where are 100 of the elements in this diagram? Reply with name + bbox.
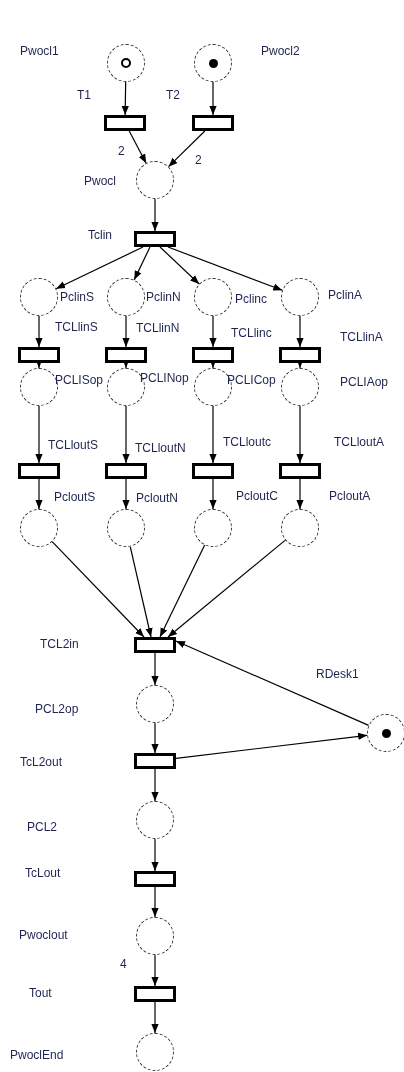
transition-bar: [18, 347, 60, 363]
transition-bar: [105, 347, 147, 363]
node-name: TCLlinS: [55, 320, 98, 334]
arc-arrow: [159, 246, 200, 285]
arc-arrow: [167, 130, 206, 168]
node-name: Tout: [29, 986, 52, 1000]
arc-arrow: [209, 315, 217, 348]
arc-arrow: [35, 405, 43, 464]
node-name: RDesk1: [316, 667, 359, 681]
place-circle: [367, 714, 404, 752]
node-name: PCLIAop: [340, 375, 389, 389]
place-circle: [194, 278, 232, 316]
arc-arrow: [129, 545, 153, 638]
node-name: Pclinc: [235, 292, 267, 306]
node-name: PclinS: [60, 290, 94, 304]
arc-arrow: [35, 315, 43, 348]
place-circle: [20, 509, 58, 547]
place-circle: [107, 509, 145, 547]
node-name: Pwocl: [84, 174, 116, 188]
node-name: PclinA: [328, 288, 362, 302]
node-name: PcloutS: [54, 490, 96, 504]
transition-bar: [192, 463, 234, 479]
transition-bar: [105, 463, 147, 479]
arc-arrow: [151, 198, 159, 232]
node-name: PcloutN: [136, 491, 179, 505]
arc-arrow: [121, 81, 129, 116]
arc-arrow: [128, 130, 147, 164]
node-name: TcLout: [25, 866, 61, 880]
transition-bar: [279, 463, 321, 479]
place-circle: [136, 161, 174, 199]
node-name: TCLloutN: [135, 441, 186, 455]
arc-weight: 4: [119, 957, 128, 971]
transition-bar: [18, 463, 60, 479]
node-name: TCL2in: [40, 637, 79, 651]
transition-bar: [134, 986, 176, 1002]
transition-bar: [134, 637, 176, 653]
node-name: TcL2out: [20, 755, 63, 769]
arc-arrow: [151, 838, 159, 872]
node-name: T2: [166, 88, 180, 102]
transition-bar: [104, 115, 146, 131]
node-name: TCLloutA: [334, 435, 385, 449]
place-circle: [136, 1033, 174, 1071]
arc-weight: 2: [194, 153, 203, 167]
arc-arrow: [209, 405, 217, 464]
node-name: PcloutC: [236, 489, 279, 503]
transition-bar: [192, 115, 234, 131]
arc-arrow: [122, 478, 130, 510]
arc-arrow: [151, 886, 159, 918]
arc-arrow: [122, 405, 130, 464]
arc-arrow: [159, 544, 206, 638]
arc-arrow: [122, 315, 130, 348]
arc-arrow: [296, 405, 304, 464]
arc-arrow: [151, 954, 159, 987]
node-name: PCLINop: [140, 371, 189, 385]
arc-arrow: [167, 539, 286, 638]
node-name: T1: [77, 88, 91, 102]
place-circle: [281, 278, 319, 316]
node-name: Pwoclout: [19, 928, 68, 942]
arc-weight: 2: [117, 144, 126, 158]
place-circle: [136, 917, 174, 955]
node-name: Pwocl2: [261, 44, 300, 58]
node-name: PclinN: [146, 290, 181, 304]
place-circle: [281, 368, 319, 406]
arc-arrow: [296, 315, 304, 348]
node-name: TCLlinc: [231, 326, 272, 340]
place-circle: [20, 368, 58, 406]
node-name: PCL2: [27, 820, 58, 834]
node-name: PCL2op: [35, 702, 79, 716]
arc-arrow: [167, 246, 283, 291]
place-circle: [136, 801, 174, 839]
arc-arrow: [133, 246, 151, 281]
arc-arrow: [55, 246, 144, 290]
arc-arrow: [151, 652, 159, 686]
node-name: TCLloutS: [48, 438, 99, 452]
place-circle: [136, 685, 174, 723]
node-name: PCLICop: [227, 373, 276, 387]
place-circle: [107, 278, 145, 316]
arc-arrow: [151, 1001, 159, 1034]
transition-bar: [192, 347, 234, 363]
arc-arrow: [209, 81, 217, 116]
arc-arrow: [175, 732, 368, 760]
node-name: Pwocl1: [20, 44, 59, 58]
arc-arrow: [151, 768, 159, 802]
place-circle: [107, 44, 145, 82]
arc-arrow: [296, 478, 304, 510]
node-name: TCLloutc: [223, 435, 272, 449]
place-circle: [194, 509, 232, 547]
transition-bar: [279, 347, 321, 363]
node-name: TCLlinN: [136, 321, 180, 335]
arc-arrow: [209, 478, 217, 510]
place-circle: [281, 509, 319, 547]
node-name: PCLISop: [55, 373, 104, 387]
node-name: Tclin: [88, 228, 112, 242]
node-name: PcloutA: [329, 489, 371, 503]
node-name: PwoclEnd: [10, 1048, 64, 1062]
place-circle: [20, 278, 58, 316]
arc-arrow: [151, 722, 159, 754]
arc-arrow: [35, 478, 43, 510]
transition-bar: [134, 871, 176, 887]
arc-arrow: [51, 541, 145, 638]
